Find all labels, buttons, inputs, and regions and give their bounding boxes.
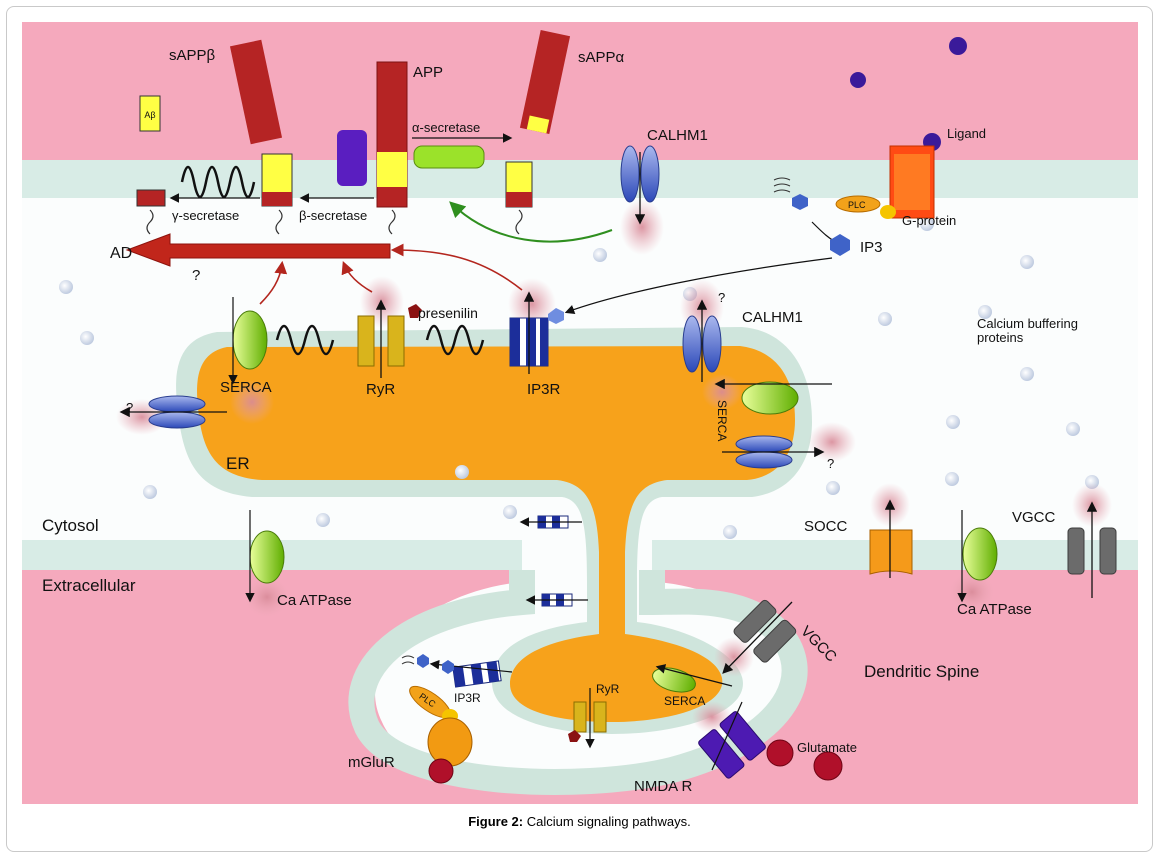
plc-enzyme — [835, 195, 881, 213]
plasma-membrane-top — [22, 160, 1138, 198]
dendritic-spine-label: Dendritic Spine — [864, 662, 979, 681]
gamma-secretase-label: γ-secretase — [172, 208, 239, 223]
abeta-peptide — [139, 95, 161, 132]
gamma-secretase-coil — [180, 165, 256, 199]
extracellular-label: Extracellular — [42, 576, 136, 595]
er-stem-channels — [519, 515, 588, 607]
sappb-fragment — [229, 39, 283, 145]
serca-er-left — [232, 310, 268, 370]
mglur-receptor — [427, 717, 473, 767]
socc-channel — [869, 529, 913, 575]
vgcc-plasma — [1067, 527, 1085, 575]
app-label: APP — [413, 64, 443, 81]
plc-top-label: PLC — [848, 200, 866, 210]
presenilin-label: presenilin — [418, 305, 478, 321]
ryr-spine — [573, 701, 587, 733]
calhm-question-label: ? — [718, 290, 725, 305]
alpha-secretase-enzyme — [413, 145, 485, 169]
ryr-top-label: RyR — [366, 381, 395, 398]
serca-er-right — [741, 381, 799, 415]
caption-label: Figure 2: — [468, 814, 524, 829]
app-pathway: Aβ sAPPβ APP α-secretase sAPPα γ-secreta… — [136, 29, 625, 235]
ca-atpase-right — [962, 527, 998, 581]
cytosol-label: Cytosol — [42, 516, 99, 535]
er-right-question-label: ? — [827, 456, 834, 471]
ca-atpase-left — [249, 530, 285, 584]
serca-spine-label: SERCA — [664, 694, 705, 708]
green-arrow-to-alpha — [449, 201, 613, 243]
ip3-molecule — [830, 234, 850, 256]
ca-atpase-left-label: Ca ATPase — [277, 592, 352, 609]
ip3r-top-label: IP3R — [527, 381, 561, 398]
plasma-membrane-channels: Ca ATPase SOCC Ca ATPase VGCC — [245, 499, 1117, 618]
er-lumen — [197, 346, 795, 722]
abeta-label: Aβ — [144, 110, 155, 120]
nmda-receptor — [698, 711, 766, 779]
er-left-question-label: ? — [126, 400, 133, 415]
sappa-fragment — [519, 29, 571, 135]
serca-right-label: SERCA — [715, 400, 729, 441]
serca-left-label: SERCA — [220, 379, 272, 396]
buffering-label-1: Calcium buffering — [977, 316, 1078, 331]
calhm1-top-label: CALHM1 — [647, 127, 708, 144]
ryr-spine-label: RyR — [596, 682, 620, 696]
glutamate-molecule — [766, 739, 794, 767]
socc-label: SOCC — [804, 518, 848, 535]
alpha-secretase-label: α-secretase — [412, 120, 480, 135]
calcium-buffering-beads — [59, 217, 1099, 539]
extracellular-bottom-region — [22, 570, 1138, 804]
sappa-label: sAPPα — [578, 49, 625, 66]
calhm1-er — [682, 315, 702, 373]
er-channels: SERCA RyR presenilin IP3R ? CALHM1 Calci… — [119, 290, 1078, 473]
g-protein-label: G-protein — [902, 213, 956, 228]
beta-secretase-enzyme — [337, 130, 367, 186]
nmdar-label: NMDA R — [634, 778, 693, 795]
vgcc-spine — [733, 599, 797, 663]
calcium-signaling-diagram: Aβ sAPPβ APP α-secretase sAPPα γ-secreta… — [22, 22, 1138, 804]
ip3r-spine-label: IP3R — [454, 691, 481, 705]
ad-label: AD — [110, 245, 132, 262]
glutamate-label: Glutamate — [797, 740, 857, 755]
gpcr-pathway: Ligand PLC G-protein IP3 — [564, 37, 986, 315]
er-label: ER — [226, 454, 250, 473]
ca-atpase-right-label: Ca ATPase — [957, 601, 1032, 618]
mglur-label: mGluR — [348, 754, 395, 771]
vgcc-top-label: VGCC — [1012, 509, 1056, 526]
ad-outcome: AD ? — [110, 233, 523, 305]
ip3-label: IP3 — [860, 239, 883, 256]
caption-text: Calcium signaling pathways. — [523, 814, 691, 829]
figure-caption: Figure 2: Calcium signaling pathways. — [0, 814, 1159, 829]
ryr-er-left — [357, 315, 375, 367]
app-abeta-domain — [377, 152, 407, 187]
aicd-fragment — [136, 189, 166, 207]
calhm1-er-label: CALHM1 — [742, 309, 803, 326]
ligand-label: Ligand — [947, 126, 986, 141]
buffering-label-2: proteins — [977, 330, 1024, 345]
calhm1-er-left — [148, 395, 206, 413]
ad-question-label: ? — [192, 267, 200, 284]
beta-secretase-label: β-secretase — [299, 208, 367, 223]
sappb-label: sAPPβ — [169, 47, 216, 64]
calhm1-plasma-membrane: CALHM1 — [620, 127, 708, 225]
